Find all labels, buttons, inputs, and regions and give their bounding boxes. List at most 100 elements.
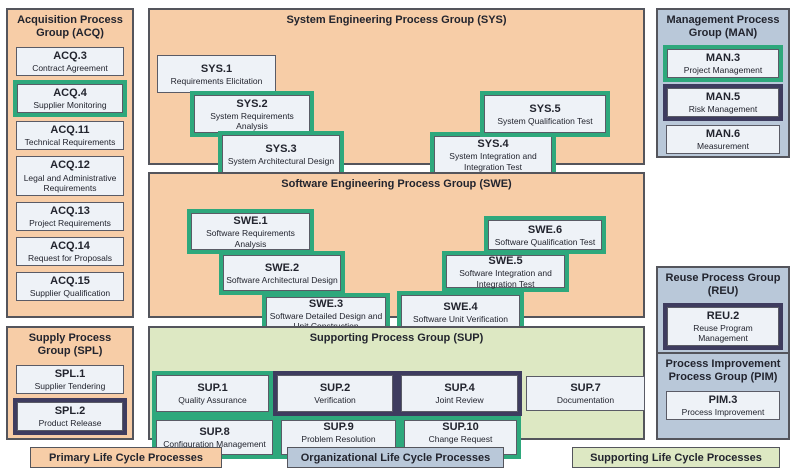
process-name: Software Unit Verification <box>413 313 508 324</box>
process-code: SUP.8 <box>199 426 230 439</box>
process-name: Software Integration and Integration Tes… <box>459 268 552 289</box>
process-name: Risk Management <box>688 104 758 115</box>
process-name: Reuse Program Management <box>693 323 753 344</box>
process-code: MAN.5 <box>705 91 741 104</box>
process-name: System Qualification Test <box>497 115 593 126</box>
process-code: ACQ.12 <box>50 159 90 172</box>
process-name: System Integration and Integration Test <box>449 151 537 172</box>
process-code: SYS.3 <box>265 142 297 155</box>
process-code: SUP.4 <box>444 382 475 395</box>
process-code: SPL.2 <box>54 405 86 418</box>
process-name: System Requirements Analysis <box>210 110 294 131</box>
process-name: Contract Agreement <box>32 63 108 73</box>
process-name: Software Architectural Design <box>226 274 338 285</box>
panel-title-swe: Software Engineering Process Group (SWE) <box>281 178 512 190</box>
panel-title-pim: Process Improvement Process Group (PIM) <box>665 358 781 384</box>
process-code: SYS.1 <box>200 62 233 75</box>
process-code: SPL.1 <box>54 367 86 380</box>
process-code: SYS.4 <box>477 138 509 151</box>
legend-organizational-life-cycle: Organizational Life Cycle Processes <box>287 447 504 468</box>
process-code: MAN.6 <box>705 128 741 141</box>
process-code: REU.2 <box>706 309 740 322</box>
process-name: Technical Requirements <box>24 137 116 148</box>
process-name: Joint Review <box>435 395 484 406</box>
process-name: Software Qualification Test <box>494 236 596 247</box>
process-code: ACQ.14 <box>50 239 90 252</box>
panel-title-sup: Supporting Process Group (SUP) <box>309 332 484 344</box>
process-name: Supplier Tendering <box>34 381 106 391</box>
process-code: SWE.2 <box>264 261 300 274</box>
process-code: ACQ.15 <box>50 275 90 288</box>
process-code: SWE.6 <box>527 223 563 236</box>
process-name: Process Improvement <box>681 407 765 417</box>
legend-supporting-life-cycle: Supporting Life Cycle Processes <box>572 447 780 468</box>
process-name: System Architectural Design <box>227 155 335 166</box>
process-name: Quality Assurance <box>178 395 247 406</box>
panel-title-man: Management Process Group (MAN) <box>666 14 780 40</box>
process-code: ACQ.13 <box>50 204 90 217</box>
process-code: ACQ.11 <box>50 124 90 137</box>
process-code: SWE.1 <box>233 215 268 228</box>
panel-title-reu: Reuse Process Group (REU) <box>665 272 781 298</box>
process-code: SWE.3 <box>308 297 344 310</box>
process-code: SYS.5 <box>529 102 561 115</box>
process-name: Software Requirements Analysis <box>206 228 295 249</box>
process-code: SUP.7 <box>570 382 601 395</box>
legend-primary-life-cycle: Primary Life Cycle Processes <box>30 447 222 468</box>
process-code: SUP.10 <box>442 421 479 434</box>
process-code: SUP.2 <box>319 382 351 395</box>
panel-system-engineering-group: System Engineering Process Group (SYS) S… <box>148 8 645 178</box>
process-name: Documentation <box>556 395 615 406</box>
process-code: MAN.3 <box>705 51 741 64</box>
process-code: SWE.5 <box>488 255 523 268</box>
